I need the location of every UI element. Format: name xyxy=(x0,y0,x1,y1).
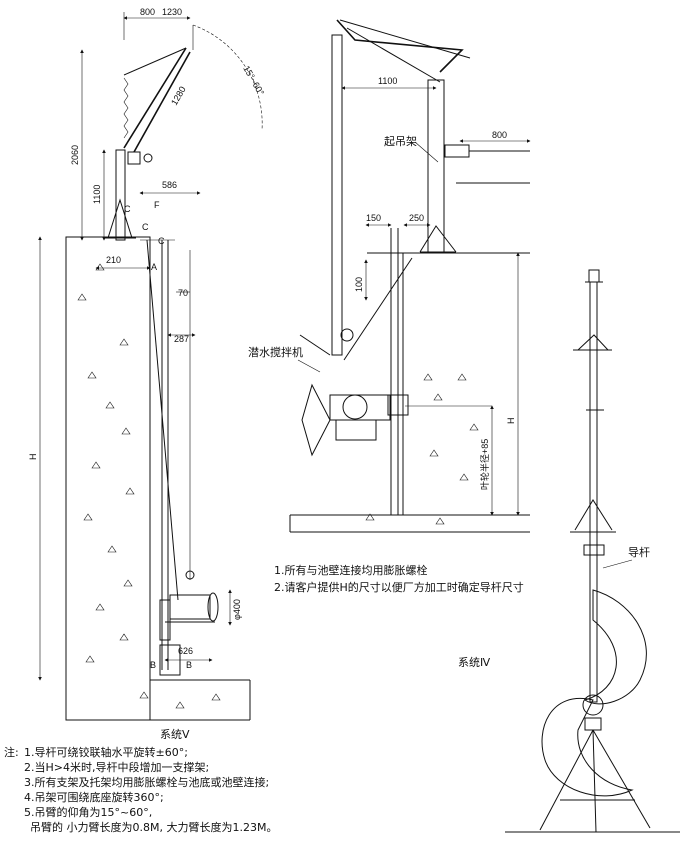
crane-boom xyxy=(123,47,187,149)
concrete-marks xyxy=(77,263,221,709)
figure-system-v xyxy=(38,12,263,721)
footnote-3: 3.所有支架及托架均用膨胀螺栓与池底或池壁连接; xyxy=(24,775,269,789)
guide-rod xyxy=(589,281,598,703)
footnote-4: 4.吊架可围绕底座旋转360°; xyxy=(24,790,164,804)
letter-c1: C xyxy=(124,204,131,214)
dim-70: 70 xyxy=(178,288,188,298)
dim-150: 150 xyxy=(366,213,381,223)
figure-system-iv xyxy=(289,19,531,533)
dim-h-left: H xyxy=(28,454,38,461)
impeller-blade-lower xyxy=(541,697,634,797)
footnote-lead: 注: xyxy=(4,745,19,759)
mid-note-2: 2.请客户提供H的尺寸以便厂方加工时确定导杆尺寸 xyxy=(274,580,524,594)
impeller-blade-upper xyxy=(583,589,647,705)
dim-1100-mid: 1100 xyxy=(378,76,397,86)
dim-800-left: 800 xyxy=(140,7,155,17)
label-guide-rod: 导杆 xyxy=(628,545,650,559)
letter-f: F xyxy=(154,200,160,210)
letter-c3: C xyxy=(158,236,165,246)
label-crane-frame: 起吊架 xyxy=(384,135,417,148)
letter-b2: B xyxy=(186,660,192,670)
dim-angle: 15°~60° xyxy=(241,64,266,97)
crane-mast-mid xyxy=(331,34,343,356)
dim-626: 626 xyxy=(178,646,193,656)
dim-287: 287 xyxy=(174,334,189,344)
footnote-5: 5.吊臂的仰角为15°~60°, xyxy=(24,805,152,819)
footnotes: 注: 1.导杆可绕铰联轴水平旋转±60°; 2.当H>4米时,导杆中段增加一支撑… xyxy=(4,745,277,834)
dim-h-mid: H xyxy=(506,418,516,425)
dim-phi400: φ400 xyxy=(232,599,242,620)
dim-210: 210 xyxy=(106,255,121,265)
dim-impeller: 叶轮半径+85 xyxy=(479,439,490,490)
letter-b1: B xyxy=(150,660,156,670)
dim-1230: 1230 xyxy=(162,7,182,17)
dim-100: 100 xyxy=(354,277,364,292)
dim-2060: 2060 xyxy=(70,145,80,165)
letter-c2: C xyxy=(142,222,149,232)
mid-note-1: 1.所有与池壁连接均用膨胀螺栓 xyxy=(274,563,428,577)
mixer-mid xyxy=(301,383,409,457)
figure-guide-rod xyxy=(505,269,680,833)
footnote-1: 1.导杆可绕铰联轴水平旋转±60°; xyxy=(24,745,188,759)
dim-1280: 1280 xyxy=(169,85,188,107)
footnote-6: 吊臂的 小力臂长度为0.8M, 大力臂长度为1.23M。 xyxy=(30,820,277,834)
dim-1100-left: 1100 xyxy=(92,185,102,204)
dim-586: 586 xyxy=(162,180,177,190)
caption-system-v: 系统Ⅴ xyxy=(160,728,190,741)
label-mixer: 潜水搅拌机 xyxy=(248,345,303,359)
mixer-unit xyxy=(159,592,219,676)
dim-800-mid: 800 xyxy=(492,130,507,140)
letter-a: A xyxy=(151,262,157,272)
tank-wall xyxy=(65,236,151,721)
crane-mast xyxy=(115,149,126,241)
dim-250: 250 xyxy=(409,213,424,223)
footnote-2: 2.当H>4米时,导杆中段增加一支撑架; xyxy=(24,760,209,774)
caption-system-iv: 系统Ⅳ xyxy=(458,656,491,669)
